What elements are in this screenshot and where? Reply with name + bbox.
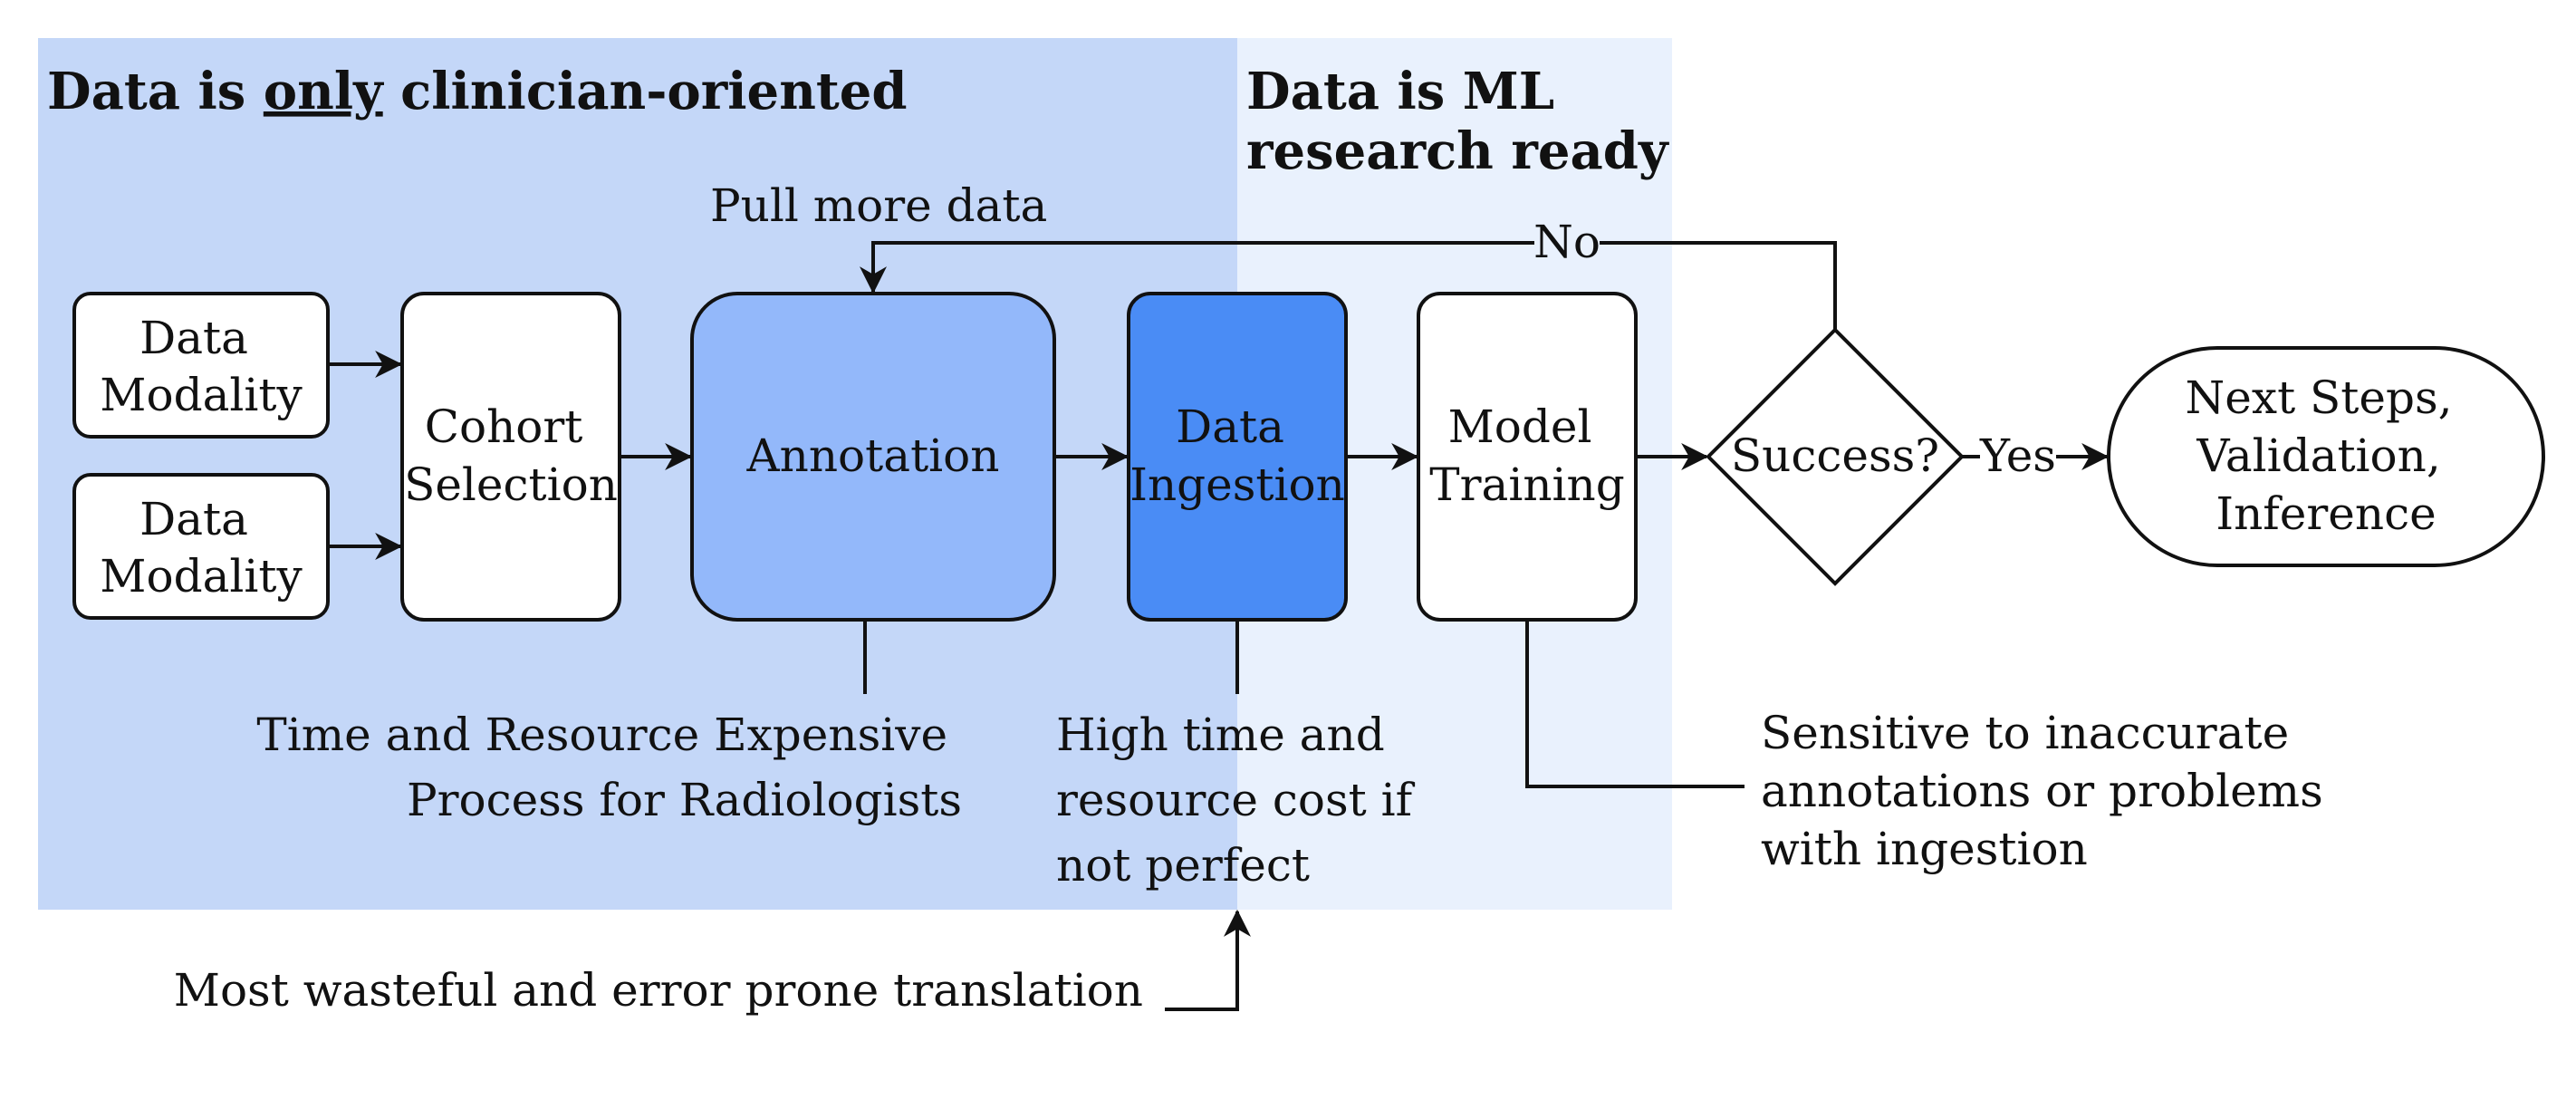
svg-text:Model Training: Model Training xyxy=(1429,400,1624,511)
clinician-region-heading: Data is only clinician-oriented xyxy=(47,62,908,121)
ml-ready-region-heading: Data is ML research ready xyxy=(1246,62,1669,181)
wasteful-translation-note: Most wasteful and error prone translatio… xyxy=(174,964,1143,1017)
data-modality-node-2: Data Modality xyxy=(72,473,330,620)
training-note-connector xyxy=(1525,620,1745,788)
annotation-cost-note: Time and Resource Expensive Process for … xyxy=(256,709,962,826)
svg-text:Data Modality: Data Modality xyxy=(100,493,303,603)
data-modality-node-1: Data Modality xyxy=(72,292,330,439)
svg-text:Next Steps, Validation,: Next Steps, Validation, Inference xyxy=(2186,371,2467,540)
svg-text:Annotation: Annotation xyxy=(746,429,1000,482)
annotation-node: Annotation xyxy=(690,292,1056,622)
next-steps-node: Next Steps, Validation, Inference xyxy=(2107,346,2545,567)
svg-text:Success?: Success? xyxy=(1731,429,1939,482)
edge-label-no: No xyxy=(1533,216,1600,268)
edge-no-loop xyxy=(860,241,1837,330)
edge-label-pull-more-data: Pull more data xyxy=(710,179,1047,232)
svg-text:Data Modality: Data Modality xyxy=(100,312,303,421)
model-training-node: Model Training xyxy=(1417,292,1638,622)
cohort-selection-node: Cohort Selection xyxy=(400,292,621,622)
edge-label-no-background xyxy=(1534,216,1600,270)
edge-label-yes: Yes xyxy=(1979,429,2056,482)
wasteful-translation-arrow xyxy=(1165,909,1251,1011)
ingestion-cost-note: High time and resource cost if not perfe… xyxy=(1056,709,1427,892)
data-ingestion-node: Data Ingestion xyxy=(1127,292,1348,622)
training-sensitivity-note: Sensitive to inaccurate annotations or p… xyxy=(1761,707,2338,875)
success-decision-node: Success? xyxy=(1706,327,1965,586)
svg-text:Data Ingestion: Data Ingestion xyxy=(1129,400,1345,511)
svg-text:Cohort Selection: Cohort Selection xyxy=(404,400,618,511)
